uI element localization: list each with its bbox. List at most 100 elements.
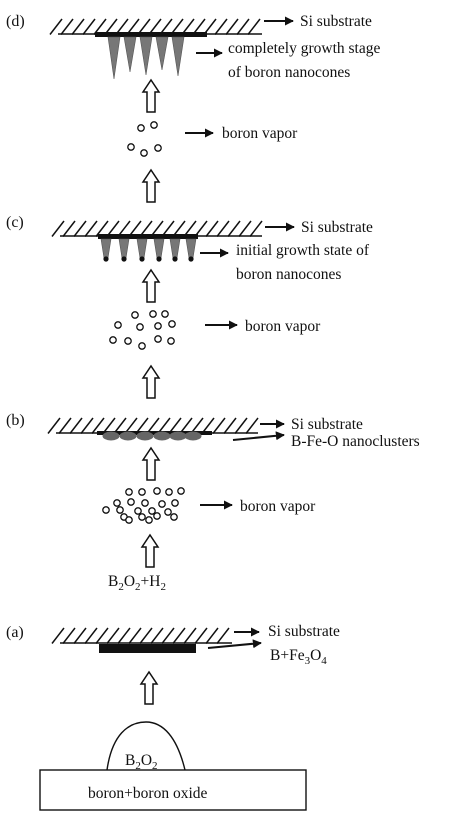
hatch-stroke xyxy=(194,220,208,237)
panel-a-label: (a) xyxy=(6,624,24,641)
nanocone xyxy=(100,238,112,259)
hatch-stroke xyxy=(203,18,217,35)
hatch-stroke xyxy=(245,417,259,434)
vapor-particle xyxy=(154,322,162,330)
b-fe-o-nanoclusters-label: B-Fe-O nanoclusters xyxy=(291,433,420,450)
panel-a: (a) Si substrate B+Fe3O4 xyxy=(6,623,340,667)
hatch-stroke xyxy=(157,417,171,434)
vapor-particle xyxy=(140,149,148,157)
hatch-stroke xyxy=(159,18,173,35)
hatch-stroke xyxy=(69,417,83,434)
vapor-particle xyxy=(134,507,142,515)
hatch-stroke xyxy=(223,417,237,434)
hatch-stroke xyxy=(212,417,226,434)
catalyst-tip xyxy=(121,256,127,262)
hatch-stroke xyxy=(161,627,175,644)
boron-vapor-label: boron vapor xyxy=(240,498,316,515)
hatch-stroke xyxy=(49,18,63,35)
nanocone xyxy=(118,238,130,259)
nanocones xyxy=(107,36,185,80)
hatch-stroke xyxy=(150,220,164,237)
catalyst-tip xyxy=(139,256,145,262)
b2o2-plume-label: B2O2 xyxy=(125,752,158,772)
nanocone xyxy=(185,238,197,259)
vapor-particle xyxy=(154,335,162,343)
vapor-particle xyxy=(154,144,162,152)
hatch-stroke xyxy=(126,18,140,35)
hatch-stroke xyxy=(58,417,72,434)
hollow-arrow xyxy=(140,533,160,568)
nanocluster xyxy=(102,431,120,441)
hatch-stroke xyxy=(117,627,131,644)
substrate-hatch xyxy=(51,627,232,644)
si-substrate-label: Si substrate xyxy=(301,219,373,236)
catalyst-label: B+Fe3O4 xyxy=(270,647,327,667)
vapor-particle xyxy=(138,488,146,496)
hollow-arrow xyxy=(141,364,161,399)
hollow-arrow xyxy=(141,268,161,303)
nanocone xyxy=(123,36,137,73)
nanocluster xyxy=(119,431,137,441)
process-arrow xyxy=(141,446,161,481)
hatch-stroke xyxy=(150,627,164,644)
hatch-stroke xyxy=(214,18,228,35)
vapor-particle xyxy=(136,323,144,331)
substrate-hatch xyxy=(51,220,263,237)
reaction-label-b2o2-h2: B2O2+H2 xyxy=(108,573,166,593)
nanocone xyxy=(171,36,185,77)
source-crucible xyxy=(39,769,307,811)
source-label: boron+boron oxide xyxy=(88,785,207,802)
hatch-stroke xyxy=(148,18,162,35)
hollow-arrow xyxy=(139,670,159,705)
panel-d: (d) Si substrate completely growth stage… xyxy=(6,13,380,81)
hatch-stroke xyxy=(82,18,96,35)
hatch-stroke xyxy=(106,627,120,644)
hatch-stroke xyxy=(128,627,142,644)
stage-label-line2: boron nanocones xyxy=(236,266,341,283)
vapor-particle xyxy=(124,337,132,345)
boron-vapor-label: boron vapor xyxy=(245,318,321,335)
vapor-particle xyxy=(125,516,133,524)
vapor-particle xyxy=(127,498,135,506)
hatch-stroke xyxy=(62,220,76,237)
nanocluster xyxy=(153,431,171,441)
vapor-particle xyxy=(148,507,156,515)
si-substrate-label: Si substrate xyxy=(300,13,372,30)
hollow-arrow xyxy=(141,78,161,113)
nanocluster xyxy=(136,431,154,441)
hatch-stroke xyxy=(181,18,195,35)
catalyst-tip xyxy=(188,256,194,262)
vapor-particle xyxy=(138,513,146,521)
hatch-stroke xyxy=(80,417,94,434)
process-arrow xyxy=(141,268,161,303)
catalyst-tip xyxy=(172,256,178,262)
hatch-stroke xyxy=(234,417,248,434)
nanocone xyxy=(107,36,121,80)
vapor-particle xyxy=(116,506,124,514)
b-fe-o-nanoclusters xyxy=(102,431,202,441)
hatch-stroke xyxy=(73,220,87,237)
substrate-hatch xyxy=(49,18,262,35)
hatch-stroke xyxy=(73,627,87,644)
stage-label-line2: of boron nanocones xyxy=(228,64,350,81)
boron-vapor-label: boron vapor xyxy=(222,125,298,142)
hatch-stroke xyxy=(225,18,239,35)
nanocone xyxy=(155,36,169,71)
hatch-stroke xyxy=(135,417,149,434)
panel-c-label: (c) xyxy=(6,214,24,231)
hollow-arrow xyxy=(141,168,161,203)
vapor-particle xyxy=(158,500,166,508)
hatch-stroke xyxy=(183,220,197,237)
hatch-stroke xyxy=(192,18,206,35)
boron-vapor-particles xyxy=(127,121,162,157)
hatch-stroke xyxy=(161,220,175,237)
vapor-particle xyxy=(141,499,149,507)
hatch-stroke xyxy=(51,627,65,644)
hatch-stroke xyxy=(205,627,219,644)
process-arrow xyxy=(141,364,161,399)
catalyst-tip xyxy=(156,256,162,262)
stage-label-line1: completely growth stage xyxy=(228,40,380,57)
boron-vapor-particles xyxy=(109,310,176,350)
b2o2-vapor-plume xyxy=(106,721,186,771)
